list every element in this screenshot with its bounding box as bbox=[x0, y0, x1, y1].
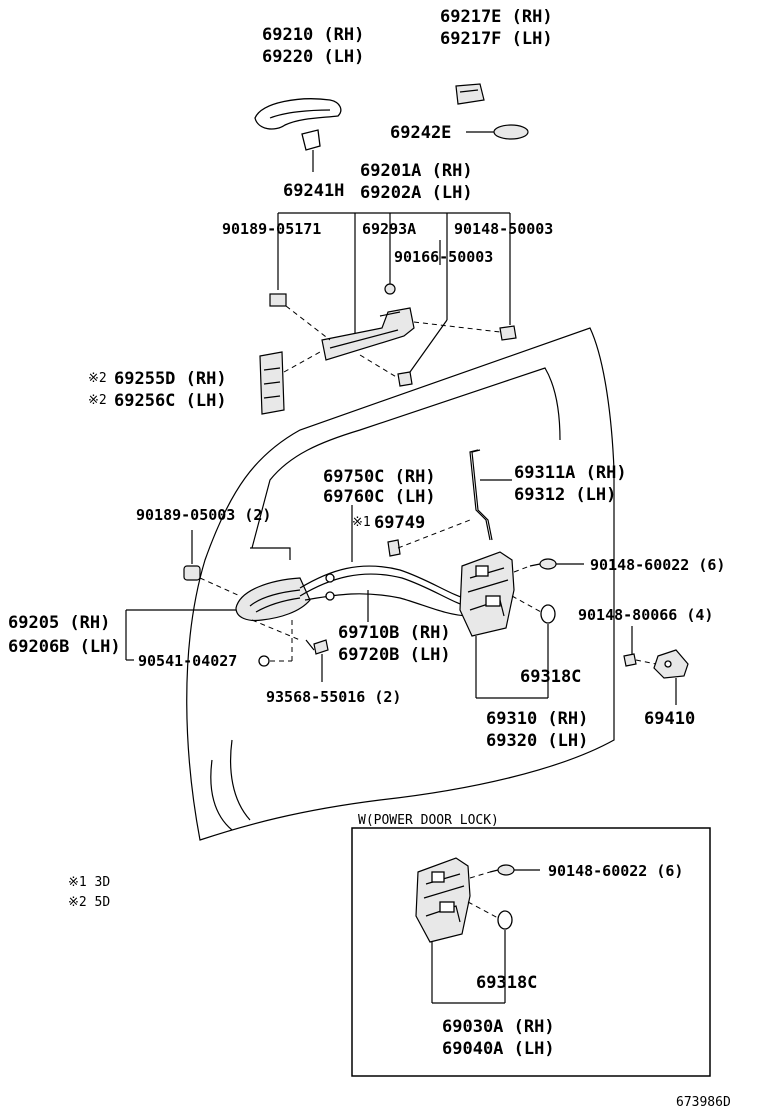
control-cables bbox=[299, 565, 473, 617]
note-5d: ※2 5D bbox=[68, 895, 110, 910]
screw-90148-60022 bbox=[529, 558, 557, 570]
label-69205: 69205 (RH) bbox=[8, 613, 110, 633]
label-90148-60022: 90148-60022 (6) bbox=[590, 556, 725, 574]
label-69241h: 69241H bbox=[283, 181, 344, 201]
label-69220: 69220 (LH) bbox=[262, 47, 364, 67]
label-93568-55016: 93568-55016 (2) bbox=[266, 688, 401, 706]
label-69710b: 69710B (RH) bbox=[338, 623, 451, 643]
label-69410: 69410 bbox=[644, 709, 695, 729]
lock-rod bbox=[469, 449, 493, 541]
clip-69749 bbox=[387, 539, 401, 557]
handle-pad-69242e bbox=[493, 124, 529, 140]
door-lock-assembly bbox=[459, 551, 515, 637]
drawing-number: 673986D bbox=[676, 1095, 731, 1110]
mark-5d-a: ※2 bbox=[88, 371, 107, 386]
label-90148-50003: 90148-50003 bbox=[454, 220, 553, 238]
label-69217f: 69217F (LH) bbox=[440, 29, 553, 49]
nut-90189-05171 bbox=[269, 293, 287, 307]
label-90541-04027: 90541-04027 bbox=[138, 652, 237, 670]
door-panel-outline bbox=[186, 327, 615, 841]
screw-90148-80066 bbox=[623, 653, 637, 667]
label-69312: 69312 (LH) bbox=[514, 485, 616, 505]
label-69750c: 69750C (RH) bbox=[323, 467, 436, 487]
cylinder-cover bbox=[455, 83, 485, 105]
inside-handle bbox=[235, 577, 311, 622]
label-69293a: 69293A bbox=[362, 220, 416, 238]
screw-93568-55016 bbox=[305, 639, 329, 655]
label-69030a: 69030A (RH) bbox=[442, 1017, 555, 1037]
label-69202a: 69202A (LH) bbox=[360, 183, 473, 203]
bushing-90189-05003 bbox=[183, 565, 201, 581]
mark-5d-b: ※2 bbox=[88, 393, 107, 408]
label-69256c: 69256C (LH) bbox=[114, 391, 227, 411]
power-door-lock-inset bbox=[351, 827, 711, 1077]
label-69255d: 69255D (RH) bbox=[114, 369, 227, 389]
bolt-90148-50003 bbox=[499, 325, 517, 341]
label-90148-80066: 90148-80066 (4) bbox=[578, 606, 713, 624]
screw-69293a bbox=[384, 283, 396, 295]
door-striker bbox=[653, 649, 689, 679]
outside-handle bbox=[254, 98, 342, 130]
handle-pad-69241h bbox=[301, 129, 321, 151]
mark-3d: ※1 bbox=[352, 515, 371, 530]
bolt-90166-50003 bbox=[397, 371, 413, 387]
label-69201a: 69201A (RH) bbox=[360, 161, 473, 181]
label-69217e: 69217E (RH) bbox=[440, 7, 553, 27]
label-69310: 69310 (RH) bbox=[486, 709, 588, 729]
label-inset-90148-60022: 90148-60022 (6) bbox=[548, 862, 683, 880]
label-69311a: 69311A (RH) bbox=[514, 463, 627, 483]
label-90189-05003: 90189-05003 (2) bbox=[136, 506, 271, 524]
label-90189-05171: 90189-05171 bbox=[222, 220, 321, 238]
label-inset-69318c: 69318C bbox=[476, 973, 537, 993]
label-69242e: 69242E bbox=[390, 123, 451, 143]
handle-plate-69255d bbox=[259, 351, 285, 415]
label-69320: 69320 (LH) bbox=[486, 731, 588, 751]
note-3d: ※1 3D bbox=[68, 875, 110, 890]
label-69720b: 69720B (LH) bbox=[338, 645, 451, 665]
inset-title: W(POWER DOOR LOCK) bbox=[358, 813, 499, 828]
label-69210: 69210 (RH) bbox=[262, 25, 364, 45]
label-69318c: 69318C bbox=[520, 667, 581, 687]
label-90166-50003: 90166-50003 bbox=[394, 248, 493, 266]
cap-69318c bbox=[540, 604, 556, 624]
screw-90541-04027 bbox=[258, 655, 270, 667]
handle-frame bbox=[321, 307, 415, 361]
label-69760c: 69760C (LH) bbox=[323, 487, 436, 507]
label-69749: 69749 bbox=[374, 513, 425, 533]
label-69040a: 69040A (LH) bbox=[442, 1039, 555, 1059]
label-69206b: 69206B (LH) bbox=[8, 637, 121, 657]
